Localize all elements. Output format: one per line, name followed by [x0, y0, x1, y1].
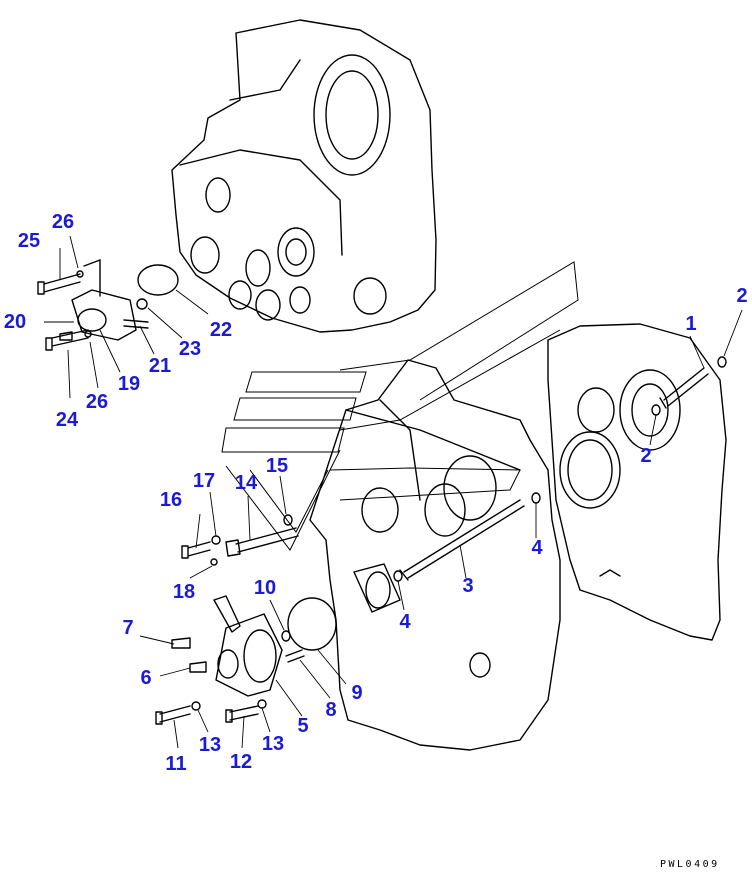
callout-1: 1 — [685, 313, 697, 335]
pin-21 — [123, 319, 149, 329]
callout-18: 18 — [172, 581, 196, 603]
callout-26b: 26 — [85, 391, 109, 413]
callout-10: 10 — [253, 577, 277, 599]
callout-5: 5 — [297, 715, 309, 737]
callout-17: 17 — [192, 470, 216, 492]
callout-3: 3 — [462, 575, 474, 597]
small-bolts-6-7 — [171, 637, 207, 673]
callout-20: 20 — [3, 311, 27, 333]
upper-case-housing — [171, 19, 437, 333]
bolt-3 — [399, 499, 525, 581]
valve-assembly-5 — [213, 595, 283, 697]
callout-13a: 13 — [198, 734, 222, 756]
callout-13b: 13 — [261, 733, 285, 755]
callout-25: 25 — [17, 230, 41, 252]
callout-15: 15 — [265, 455, 289, 477]
bolts-11-12 — [155, 699, 267, 725]
flange-ring — [353, 563, 401, 613]
leader-lines — [44, 235, 743, 749]
callout-22: 22 — [209, 319, 233, 341]
pin-8 — [285, 649, 305, 663]
callout-12: 12 — [229, 751, 253, 773]
gasket-9 — [287, 597, 337, 651]
callout-2b: 2 — [640, 445, 652, 467]
callout-19: 19 — [117, 373, 141, 395]
bolt-16 — [181, 541, 211, 559]
callout-8: 8 — [325, 699, 337, 721]
callout-4a: 4 — [531, 537, 543, 559]
callout-23: 23 — [178, 338, 202, 360]
right-flange-housing — [547, 323, 727, 641]
callout-4b: 4 — [399, 611, 411, 633]
callout-2a: 2 — [736, 285, 748, 307]
drawing-code: PWL0409 — [660, 859, 720, 870]
callout-26a: 26 — [51, 211, 75, 233]
lower-case-housing — [309, 359, 561, 751]
o-ring-15 — [283, 514, 293, 526]
watermark-logo — [221, 261, 579, 551]
washers-17-18 — [210, 535, 221, 566]
o-ring-10 — [281, 630, 291, 642]
callout-9: 9 — [351, 682, 363, 704]
callout-21: 21 — [148, 355, 172, 377]
callout-11: 11 — [165, 753, 187, 775]
callout-6: 6 — [140, 667, 152, 689]
bolt-14 — [225, 527, 299, 557]
bolt-1 — [659, 367, 709, 409]
gasket-22 — [137, 264, 179, 296]
callout-7: 7 — [122, 617, 134, 639]
callout-14: 14 — [234, 472, 258, 494]
callout-16: 16 — [159, 489, 183, 511]
callout-24: 24 — [55, 409, 79, 431]
o-ring-23 — [136, 298, 148, 310]
bolts-24-25 — [37, 270, 92, 351]
